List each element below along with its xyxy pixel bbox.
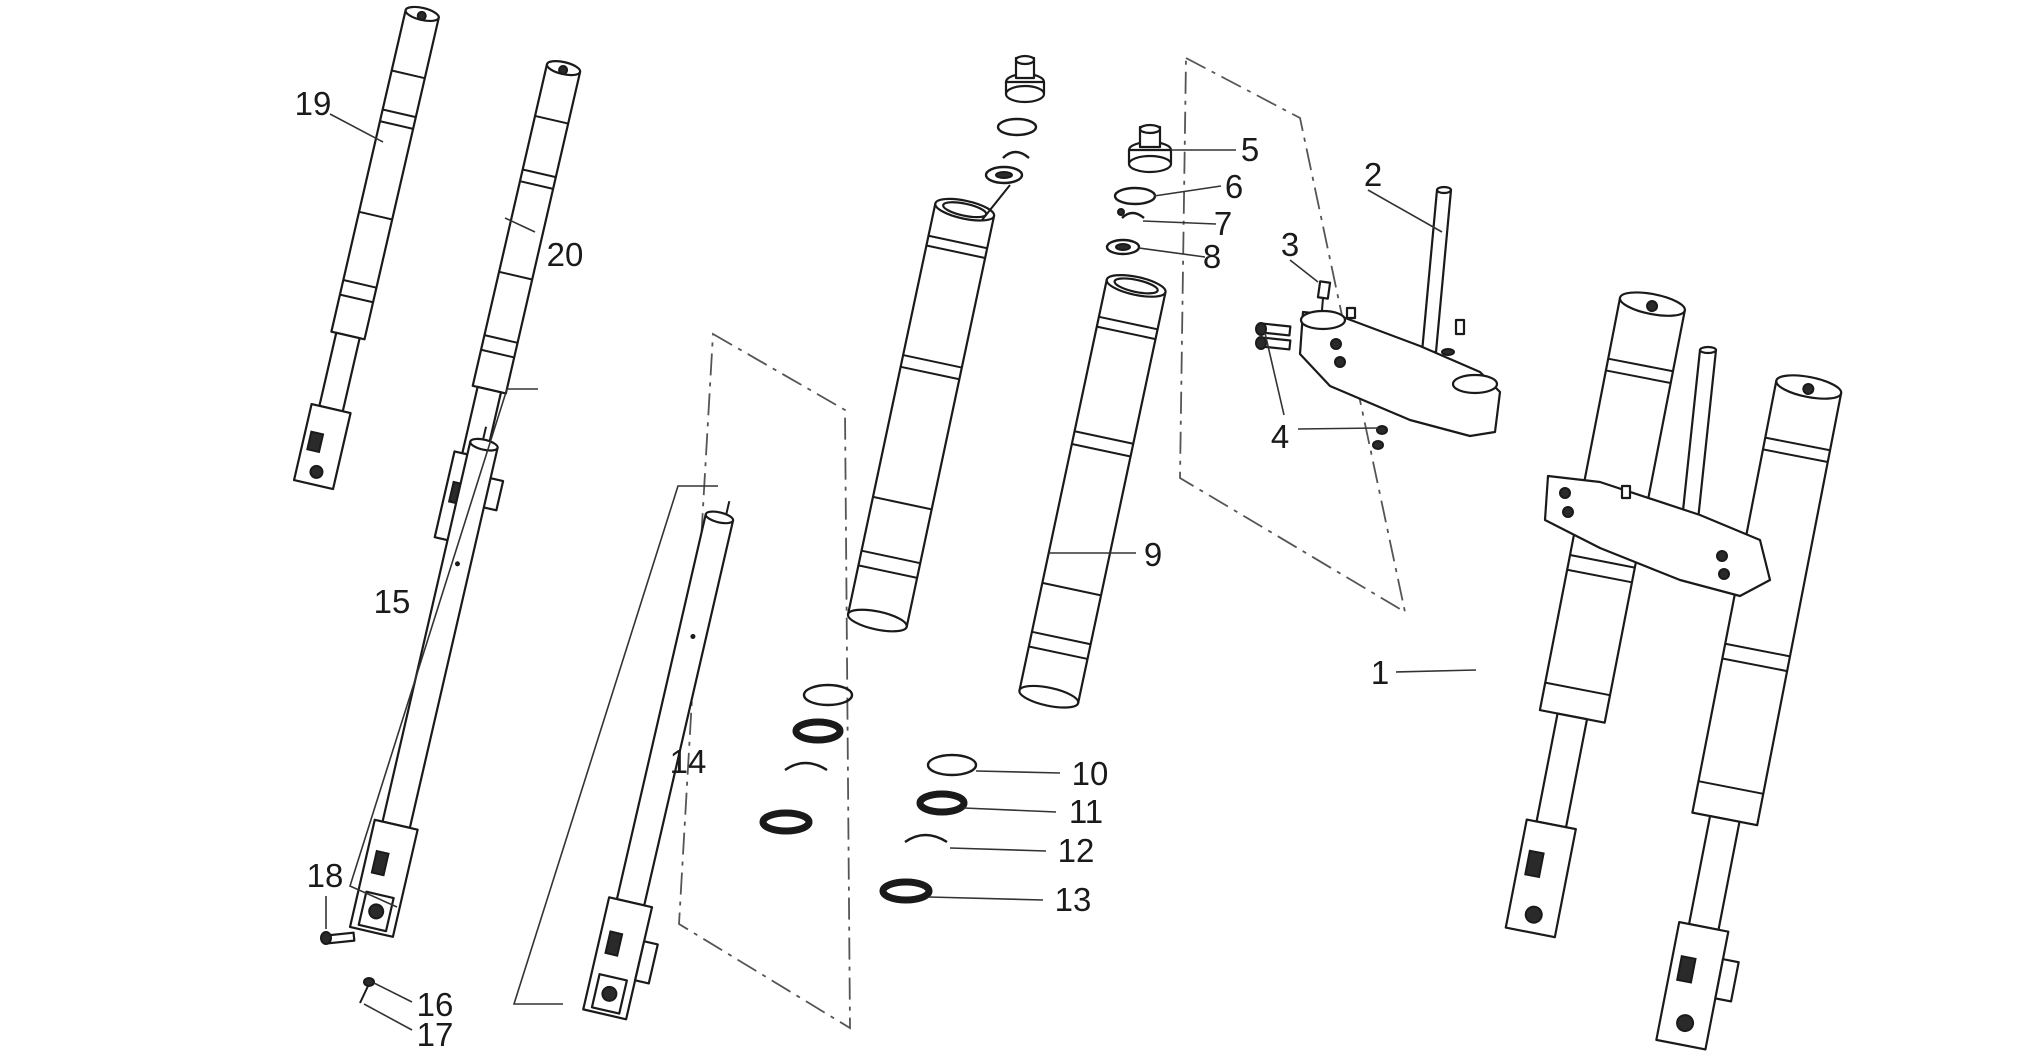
part-18-bolt[interactable]: [320, 931, 356, 945]
callout-14: 14: [670, 743, 707, 780]
assembly-box-caps: [1179, 56, 1407, 614]
part-16-screw[interactable]: [359, 977, 375, 1004]
callout-11: 11: [1069, 793, 1103, 830]
callout-2: 2: [1364, 156, 1382, 193]
leader-lines: [325, 113, 1477, 1031]
callout-labels: 19 20 15 14 18 16 17 9 2 3 4 5 6 7 8 10 …: [295, 85, 1390, 1053]
callout-7: 7: [1214, 205, 1232, 242]
part-1-fork-assembly[interactable]: [1498, 288, 1851, 1051]
callout-19: 19: [295, 85, 332, 122]
callout-3: 3: [1281, 226, 1299, 263]
part-14-fork-slider[interactable]: [582, 495, 758, 1023]
part-12-circlip[interactable]: [904, 833, 948, 844]
part-19-fork-leg[interactable]: [292, 4, 443, 491]
part-8-washer[interactable]: [1105, 238, 1141, 256]
part-10-dust-seal[interactable]: [926, 753, 978, 777]
callout-20: 20: [547, 236, 584, 273]
callout-13: 13: [1055, 881, 1092, 918]
upper-triple-clamp[interactable]: [1298, 309, 1502, 438]
callout-16: 16: [417, 986, 454, 1023]
callout-5: 5: [1241, 131, 1259, 168]
washer-upper[interactable]: [984, 165, 1024, 185]
callout-10: 10: [1072, 755, 1109, 792]
o-ring-upper[interactable]: [996, 117, 1038, 137]
part-5-top-cap[interactable]: [1127, 123, 1173, 174]
part-11-oil-seal[interactable]: [916, 790, 968, 816]
part-3-screw[interactable]: [1316, 280, 1332, 311]
bushing-left[interactable]: [759, 809, 813, 835]
part-6-o-ring[interactable]: [1113, 186, 1157, 206]
oil-seal-left[interactable]: [792, 718, 844, 744]
part-7-clip[interactable]: [1121, 211, 1145, 219]
part-4-bolts[interactable]: [1255, 322, 1388, 450]
callout-8: 8: [1203, 238, 1221, 275]
part-9-outer-tube[interactable]: [1018, 271, 1168, 712]
callout-18: 18: [307, 857, 344, 894]
callout-12: 12: [1058, 832, 1095, 869]
top-cap-upper[interactable]: [1004, 54, 1046, 104]
circlip-left[interactable]: [784, 761, 828, 772]
callout-1: 1: [1371, 654, 1389, 691]
part-15-fork-slider[interactable]: [348, 422, 509, 938]
part-13-bushing[interactable]: [879, 878, 933, 904]
dust-seal-left[interactable]: [802, 683, 854, 707]
clamp-studs: [1345, 306, 1466, 336]
callout-4: 4: [1271, 418, 1289, 455]
outer-tube-left[interactable]: [846, 195, 996, 636]
callout-6: 6: [1225, 168, 1243, 205]
part-2-steering-stem[interactable]: [1420, 185, 1453, 354]
callout-9: 9: [1144, 536, 1162, 573]
clip-upper[interactable]: [1002, 150, 1030, 159]
assembly-box-seals: [678, 332, 851, 1030]
part-20-fork-leg[interactable]: [433, 58, 598, 550]
callout-17: 17: [417, 1016, 454, 1051]
callout-15: 15: [374, 583, 411, 620]
